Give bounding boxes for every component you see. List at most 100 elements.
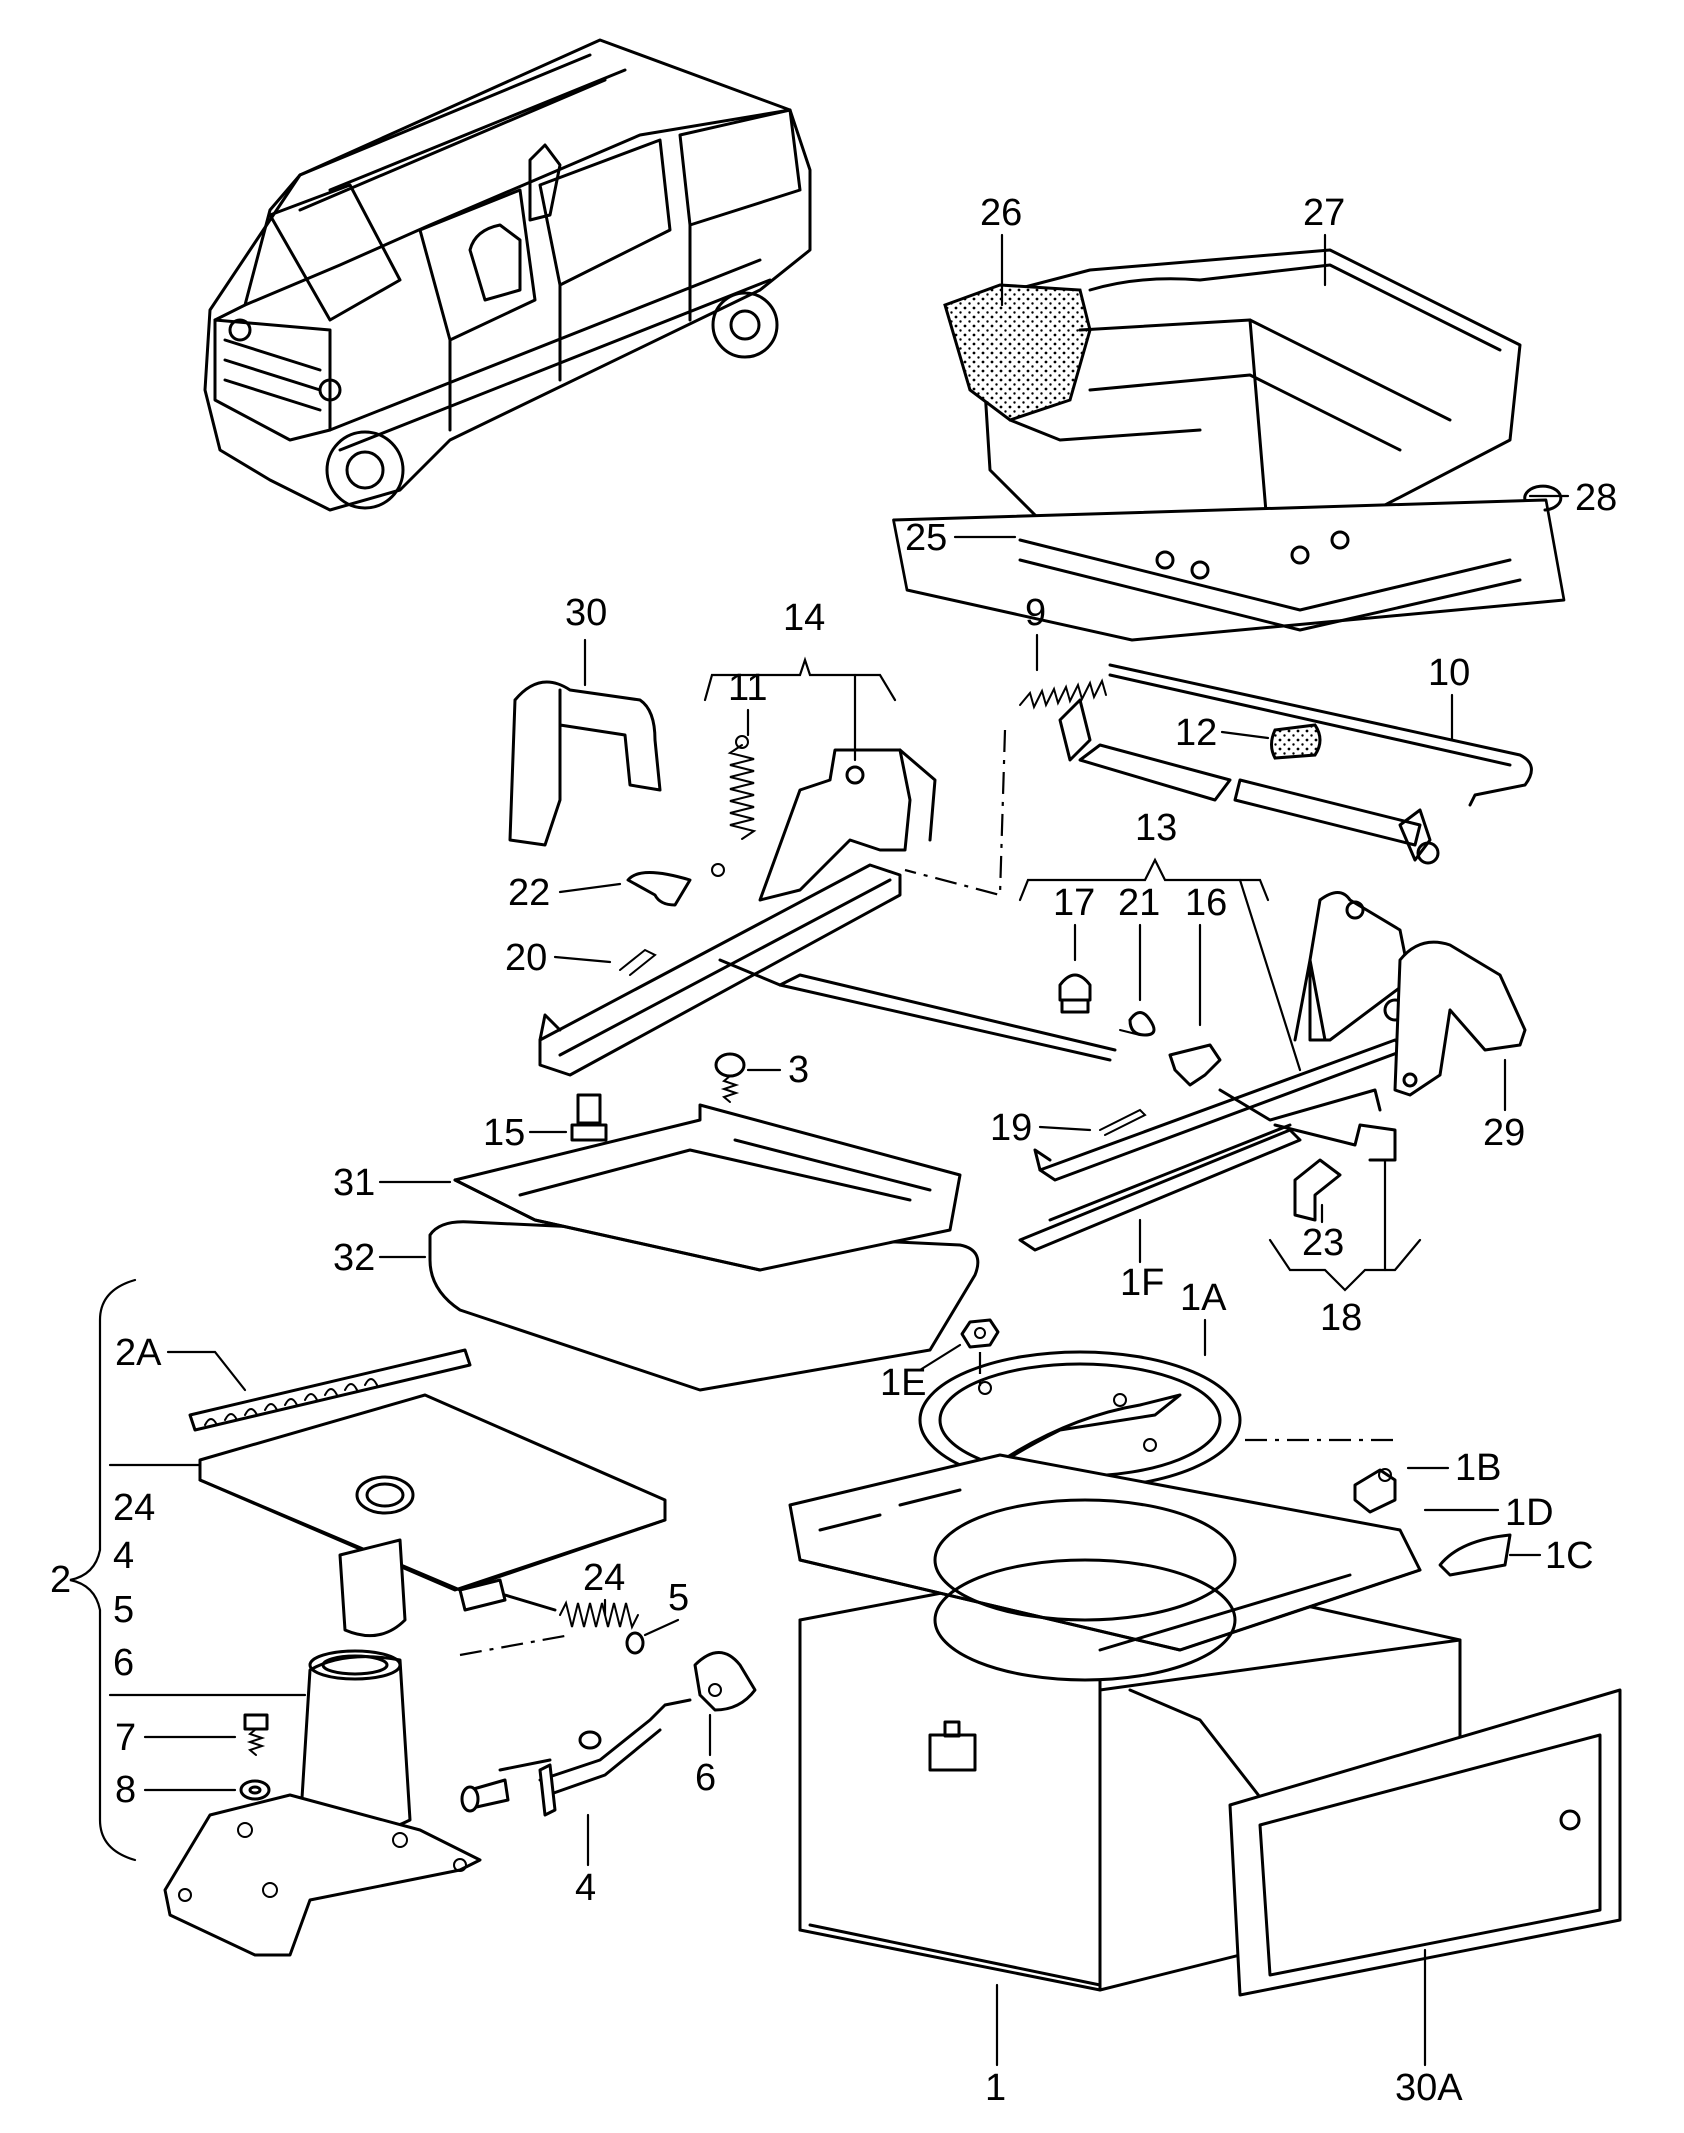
bolt-7-near-lever <box>460 1778 510 1813</box>
nut-1E <box>960 1318 1000 1390</box>
side-cover-30 <box>508 680 662 847</box>
svg-text:32: 32 <box>333 1237 375 1279</box>
callout-16: 16 <box>1185 882 1227 1027</box>
callout-7: 7 <box>115 1717 237 1759</box>
callout-1A: 1A <box>1180 1277 1227 1357</box>
callout-28: 28 <box>1528 477 1617 519</box>
svg-text:30: 30 <box>565 592 607 634</box>
callout-29: 29 <box>1483 1058 1525 1154</box>
svg-text:1B: 1B <box>1455 1447 1501 1489</box>
svg-text:6: 6 <box>695 1757 716 1799</box>
svg-text:3: 3 <box>788 1049 809 1091</box>
svg-text:6: 6 <box>113 1642 134 1684</box>
callout-18: 18 <box>1268 1158 1422 1339</box>
svg-text:1: 1 <box>985 2067 1006 2109</box>
callout-30A: 30A <box>1395 1948 1463 2109</box>
callout-26: 26 <box>980 192 1022 307</box>
side-cover-29 <box>1393 940 1527 1097</box>
turntable-plate <box>108 1393 667 1592</box>
callout-13: 13 <box>1018 807 1302 1072</box>
callout-27: 27 <box>1303 192 1345 287</box>
svg-text:24: 24 <box>583 1557 625 1599</box>
pin-19 <box>1099 1108 1147 1136</box>
base-plate <box>163 1793 482 1957</box>
svg-text:23: 23 <box>1302 1222 1344 1264</box>
svg-text:14: 14 <box>783 597 825 639</box>
lever-4 <box>498 1698 692 1817</box>
svg-text:27: 27 <box>1303 192 1345 234</box>
svg-text:21: 21 <box>1118 882 1160 924</box>
callout-21: 21 <box>1118 882 1160 1002</box>
svg-text:4: 4 <box>113 1535 134 1577</box>
group-bracket-2 <box>69 1278 137 1862</box>
svg-text:2: 2 <box>50 1559 71 1601</box>
bolt-15 <box>570 1093 608 1142</box>
svg-text:19: 19 <box>990 1107 1032 1149</box>
callout-1B: 1B <box>1406 1447 1501 1489</box>
bolt-17 <box>1058 973 1092 1014</box>
callout-20: 20 <box>505 937 612 979</box>
callout-4b: 4 <box>575 1813 596 1909</box>
callout-31: 31 <box>333 1162 452 1204</box>
callout-5a: 5 <box>113 1589 134 1631</box>
lever-handle-6 <box>693 1651 757 1712</box>
callout-9: 9 <box>1025 592 1046 672</box>
callout-19: 19 <box>990 1107 1092 1149</box>
coil-spring-24 <box>559 1600 639 1630</box>
clip-16 <box>1168 1043 1222 1087</box>
tray-31 <box>453 1103 962 1272</box>
callout-8: 8 <box>115 1769 237 1811</box>
svg-text:24: 24 <box>113 1487 155 1529</box>
clip-23 <box>1293 1158 1342 1222</box>
wire-18 <box>1273 1123 1397 1162</box>
svg-text:18: 18 <box>1320 1297 1362 1339</box>
svg-text:15: 15 <box>483 1112 525 1154</box>
callout-11: 11 <box>728 667 767 737</box>
svg-text:9: 9 <box>1025 592 1046 634</box>
pad-32 <box>428 1220 980 1392</box>
callout-2: 2 <box>50 1559 71 1601</box>
side-panel-30A <box>1228 1688 1622 1997</box>
callout-1D: 1D <box>1423 1492 1554 1534</box>
svg-text:26: 26 <box>980 192 1022 234</box>
svg-text:30A: 30A <box>1395 2067 1463 2109</box>
callout-2A: 2A <box>115 1332 247 1392</box>
rail-assembly-left <box>538 863 1117 1077</box>
plunger-5 <box>458 1578 571 1657</box>
svg-text:5: 5 <box>668 1577 689 1619</box>
svg-text:7: 7 <box>115 1717 136 1759</box>
svg-text:1C: 1C <box>1545 1535 1594 1577</box>
latch-22 <box>626 871 692 907</box>
callout-30: 30 <box>565 592 607 687</box>
coil-spring-11 <box>711 735 757 877</box>
spring-9 <box>1019 678 1107 710</box>
callout-3: 3 <box>746 1049 809 1091</box>
svg-text:10: 10 <box>1428 652 1470 694</box>
van-illustration <box>203 38 812 512</box>
rail-1F <box>1018 1123 1302 1252</box>
svg-text:12: 12 <box>1175 712 1217 754</box>
callout-15: 15 <box>483 1112 568 1154</box>
svg-text:31: 31 <box>333 1162 375 1204</box>
svg-text:5: 5 <box>113 1589 134 1631</box>
callout-24a: 24 <box>113 1487 155 1529</box>
bracket-14 <box>758 748 937 902</box>
callout-6a: 6 <box>113 1642 134 1684</box>
part-1B <box>1245 1438 1397 1514</box>
callout-4a: 4 <box>113 1535 134 1577</box>
release-rod-10 <box>1058 663 1533 865</box>
callout-32: 32 <box>333 1237 427 1279</box>
callout-22: 22 <box>508 872 622 914</box>
svg-text:1F: 1F <box>1120 1262 1164 1304</box>
svg-text:4: 4 <box>575 1867 596 1909</box>
svg-text:8: 8 <box>115 1769 136 1811</box>
svg-text:20: 20 <box>505 937 547 979</box>
screw-3 <box>714 1052 746 1103</box>
callout-12: 12 <box>1175 712 1270 754</box>
part-1C <box>1438 1533 1512 1577</box>
svg-text:1D: 1D <box>1505 1492 1554 1534</box>
svg-text:29: 29 <box>1483 1112 1525 1154</box>
seat-cushion <box>892 248 1566 642</box>
svg-text:22: 22 <box>508 872 550 914</box>
